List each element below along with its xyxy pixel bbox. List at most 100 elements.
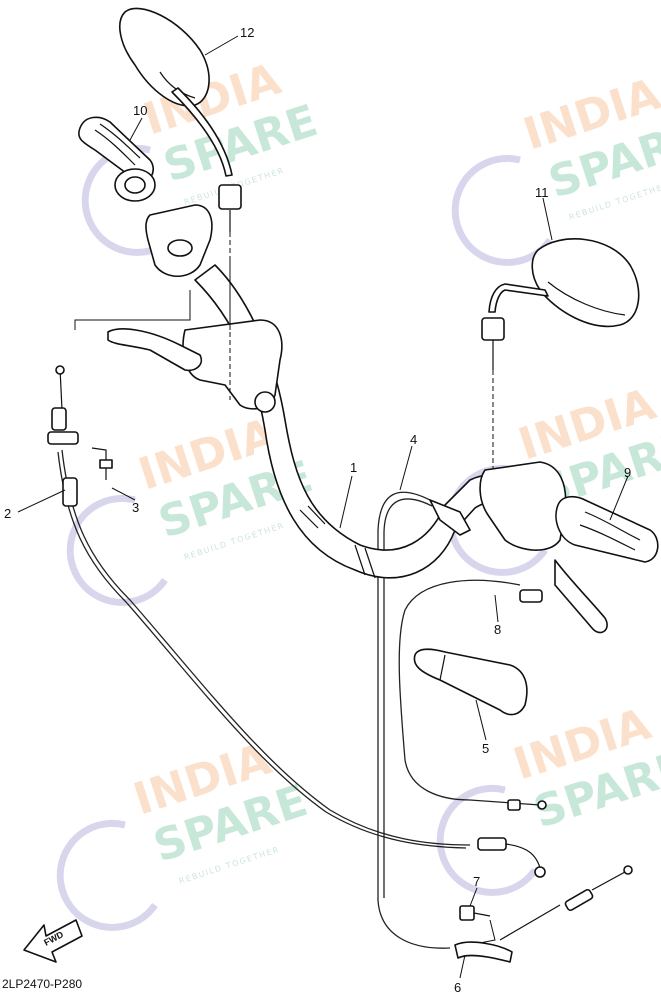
- callout-2: 2: [4, 506, 11, 521]
- leader-7: [469, 887, 478, 907]
- grip-pattern: [579, 524, 636, 551]
- wrench-watermark-icon: [56, 819, 158, 931]
- bolt-7-bracket: [469, 919, 496, 946]
- leader-lines: [17, 35, 629, 979]
- throttle-cable-4-inner: [383, 498, 433, 898]
- diagram-code: 2LP2470-P280: [2, 977, 82, 991]
- callout-5: 5: [482, 741, 489, 756]
- switch-button: [167, 239, 193, 257]
- brake-cable-8: [398, 579, 541, 806]
- grip-pattern: [94, 129, 136, 166]
- cable-end-nipple: [55, 365, 65, 375]
- right-mirror: [481, 238, 640, 470]
- mirror-11-stem: [488, 283, 549, 313]
- part-7-bolt: [459, 905, 496, 946]
- leader-9: [609, 475, 629, 521]
- left-switch-and-grip: [78, 116, 213, 278]
- connector-b-cable: [591, 871, 626, 891]
- mirror-11-nut: [481, 317, 505, 341]
- right-switch-housing: [479, 461, 567, 551]
- cable-connectors: [477, 589, 633, 941]
- connector-b-wire: [499, 904, 561, 941]
- cover-5-rim: [439, 654, 446, 681]
- leader-3: [111, 487, 136, 501]
- clutch-lever: [107, 328, 203, 372]
- left-lever-assembly: [74, 260, 283, 413]
- connector-a-wire: [505, 843, 541, 869]
- part-6-clip: [454, 941, 513, 963]
- wrench-watermark-icon: [66, 494, 168, 606]
- callouts: 12 10 11 9 4 1 2 3 8 5 7 6: [4, 25, 631, 994]
- connector-a: [477, 837, 507, 851]
- connector-b-end: [623, 865, 633, 875]
- callout-8: 8: [494, 622, 501, 637]
- leader-2: [17, 489, 66, 513]
- callout-12: 12: [240, 25, 254, 40]
- right-switch-and-grip: [429, 461, 659, 634]
- screw-guide: [91, 447, 107, 460]
- callout-3: 3: [132, 500, 139, 515]
- handlebar-band: [364, 547, 376, 579]
- grip-pattern: [584, 511, 641, 541]
- clip-6: [454, 941, 513, 963]
- watermark-top-right: INDIA SPARE REBUILD TOGETHER: [451, 69, 661, 266]
- mirror-11-head: [531, 238, 640, 328]
- watermark-bottom-right: INDIA SPARE: [436, 699, 661, 896]
- mirror-12-stem: [171, 87, 233, 177]
- mirror-12-nut: [218, 184, 242, 210]
- assembly-bracket: [74, 290, 191, 330]
- clutch-cable-inner: [57, 451, 467, 849]
- throttle-cable-4: [377, 491, 451, 949]
- wrench-watermark-icon: [451, 154, 553, 266]
- callout-9: 9: [624, 465, 631, 480]
- leader-4: [399, 445, 413, 491]
- brake-lever: [554, 559, 608, 634]
- callout-6: 6: [454, 980, 461, 994]
- cable-8-tip: [537, 800, 547, 810]
- left-mirror: [119, 7, 242, 330]
- leader-8: [494, 594, 499, 623]
- cable-bracket: [47, 431, 79, 445]
- part-3-screw: [91, 447, 113, 480]
- bolt-shank: [473, 912, 491, 917]
- watermark-bottom-left: INDIA SPARE REBUILD TOGETHER: [56, 734, 314, 931]
- handlebar-band: [299, 509, 319, 529]
- callout-4: 4: [410, 432, 417, 447]
- leader-12: [204, 35, 239, 56]
- fwd-arrow-icon: [23, 919, 83, 963]
- grip-pattern: [99, 123, 141, 159]
- right-grip: [555, 495, 659, 563]
- cable-8-adjuster: [519, 589, 543, 603]
- wrench-watermark-icon: [436, 784, 538, 896]
- cable-adjuster: [51, 407, 67, 431]
- bolt-head: [459, 905, 475, 921]
- callout-11: 11: [535, 185, 549, 200]
- cable-8-end: [507, 799, 521, 811]
- grip-end-inner: [124, 176, 146, 194]
- cable-end-wire: [59, 367, 63, 411]
- mirror-12-head: [119, 7, 210, 107]
- leader-1: [339, 475, 353, 529]
- handlebar-band: [354, 544, 366, 576]
- part-2-cable-end: [47, 365, 79, 507]
- wrench-watermark-icon: [446, 464, 548, 576]
- connector-b: [564, 888, 594, 912]
- cover-5: [413, 648, 528, 716]
- throttle-cable-joint: [429, 499, 471, 536]
- callout-7: 7: [473, 874, 480, 889]
- part-5-cover: [413, 648, 528, 716]
- leader-10: [129, 117, 143, 141]
- cables: [57, 449, 541, 949]
- leader-6: [459, 954, 466, 979]
- fwd-arrow: FWD: [23, 919, 83, 963]
- connector-a-end: [534, 866, 546, 878]
- callout-10: 10: [133, 103, 147, 118]
- cable-sleeve: [62, 477, 78, 507]
- leader-11: [542, 197, 553, 241]
- screw-head: [99, 459, 113, 469]
- clutch-cable: [61, 449, 471, 846]
- handlebar-band: [307, 505, 326, 525]
- mirror-11-edge: [547, 281, 626, 316]
- leader-5: [475, 699, 487, 741]
